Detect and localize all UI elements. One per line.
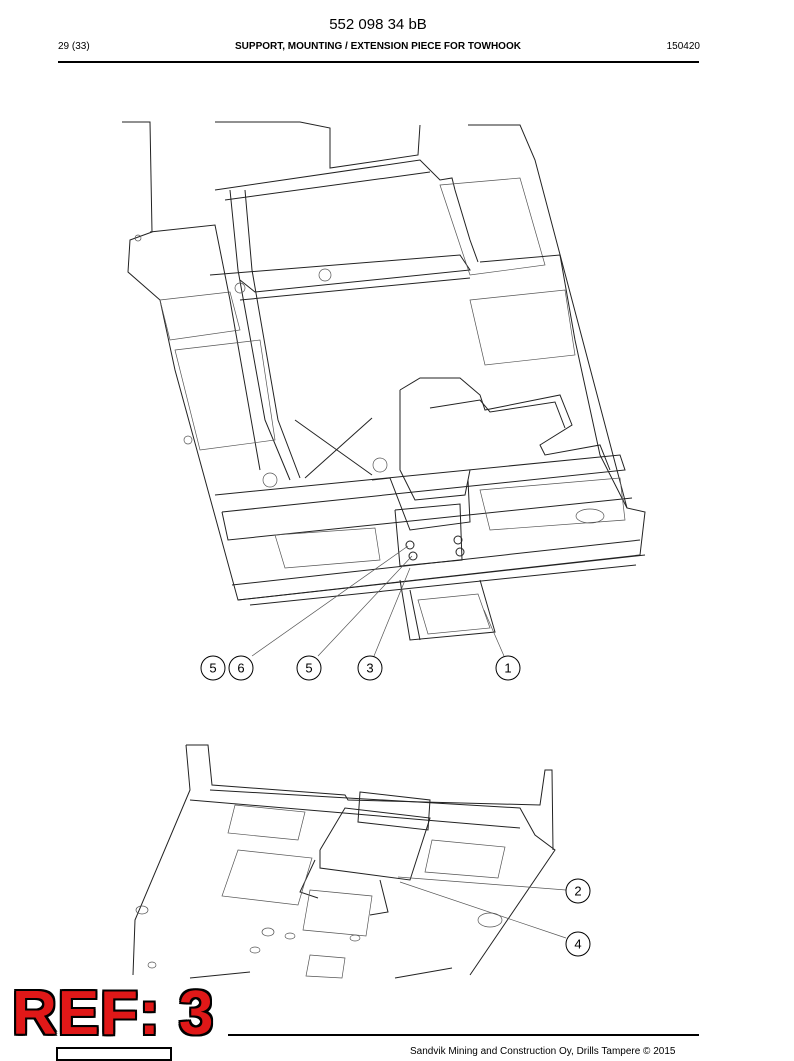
ref-stamp: REF: 3: [12, 979, 215, 1048]
header-rule: [58, 61, 699, 63]
callout-circle: [200, 655, 226, 681]
callout-label: 5: [209, 661, 216, 676]
callouts-top: 5 6 5 3 1: [200, 655, 521, 681]
callout-circle: [495, 655, 521, 681]
callout-label: 3: [366, 661, 373, 676]
brand-logo: [56, 1047, 172, 1061]
callout-circle: [296, 655, 322, 681]
footer-rule: [228, 1034, 699, 1036]
callout-circle: [565, 931, 591, 957]
document-number: 552 098 34 bB: [329, 16, 427, 33]
callout-label: 6: [237, 661, 244, 676]
callout-label: 1: [504, 661, 511, 676]
document-date: 150420: [666, 41, 700, 52]
copyright-text: Sandvik Mining and Construction Oy, Dril…: [410, 1046, 676, 1057]
callout-circle: [565, 878, 591, 904]
callout-label: 2: [574, 884, 581, 899]
callout-circle: [228, 655, 254, 681]
frame-drawing-top: [122, 121, 646, 657]
callout-label: 5: [305, 661, 312, 676]
document-title: SUPPORT, MOUNTING / EXTENSION PIECE FOR …: [235, 41, 521, 52]
callout-label: 4: [574, 937, 581, 952]
callouts-bottom: 2 4: [565, 878, 591, 957]
frame-drawing-bottom: [132, 744, 567, 979]
page-count: 29 (33): [58, 41, 90, 52]
callout-circle: [357, 655, 383, 681]
